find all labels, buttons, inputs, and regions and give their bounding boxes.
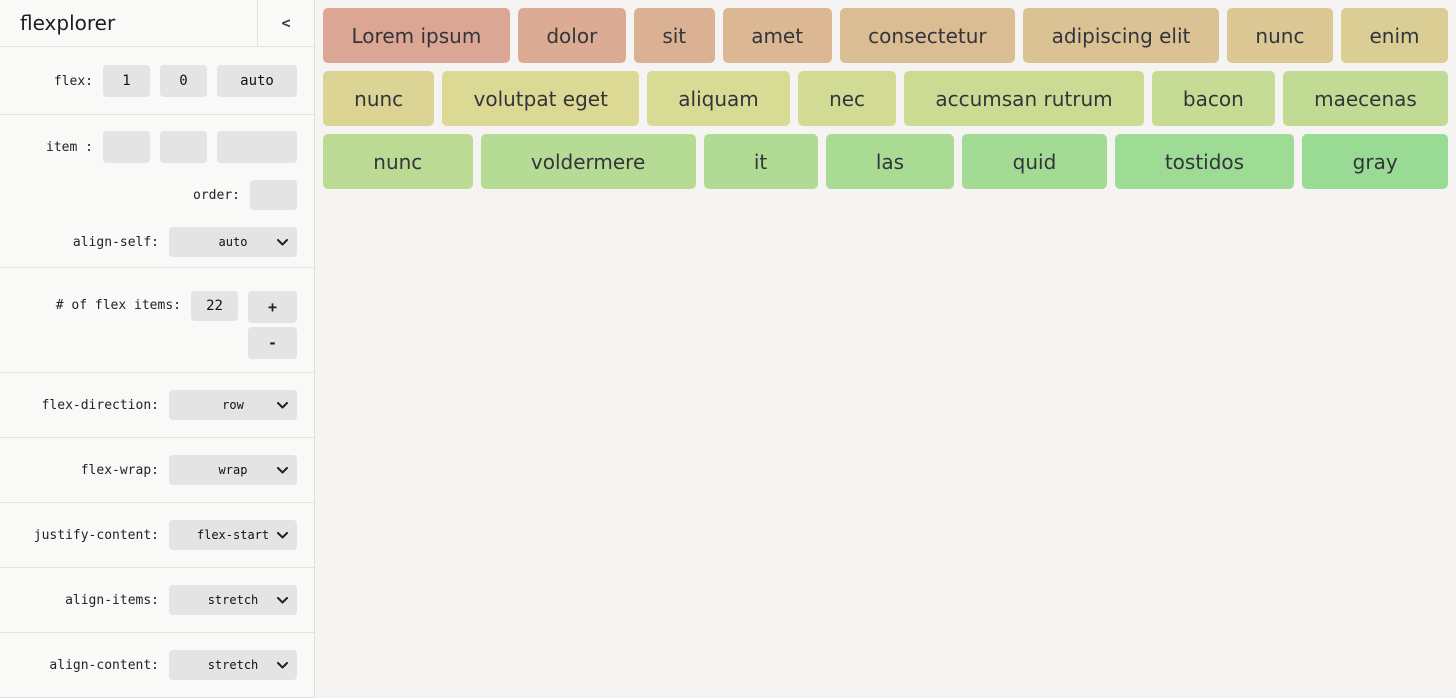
flex-item: tostidos <box>1114 134 1295 189</box>
justify-content-section: justify-content: flex-start <box>0 503 314 568</box>
chevron-down-icon <box>277 466 288 474</box>
align-content-section: align-content: stretch <box>0 633 314 698</box>
order-input[interactable] <box>250 180 297 210</box>
flex-wrap-section: flex-wrap: wrap <box>0 438 314 503</box>
align-self-value: auto <box>218 235 248 249</box>
flex-basis-input[interactable] <box>217 65 297 97</box>
flex-item: accumsan rutrum <box>904 71 1144 126</box>
item-flex-shrink-input[interactable] <box>160 131 207 163</box>
flex-item: consectetur <box>839 8 1016 63</box>
flex-item: amet <box>722 8 832 63</box>
item-section: item : order: align-self: auto <box>0 115 314 268</box>
flex-item: sit <box>633 8 715 63</box>
justify-content-label: justify-content: <box>33 527 159 543</box>
sidebar-header: flexplorer < <box>0 0 314 47</box>
chevron-down-icon <box>277 238 288 246</box>
justify-content-value: flex-start <box>196 528 270 542</box>
add-item-button[interactable]: + <box>248 291 297 323</box>
flex-item: quid <box>962 134 1107 189</box>
flex-item: gray <box>1302 134 1448 189</box>
flex-direction-section: flex-direction: row <box>0 373 314 438</box>
align-content-label: align-content: <box>49 657 159 673</box>
flex-item: voldermere <box>480 134 696 189</box>
item-label: item : <box>46 139 93 155</box>
chevron-down-icon <box>277 531 288 539</box>
flex-item: Lorem ipsum <box>323 8 510 63</box>
flex-item: nec <box>797 71 897 126</box>
chevron-down-icon <box>277 401 288 409</box>
flex-wrap-select[interactable]: wrap <box>169 455 297 485</box>
item-count-input[interactable] <box>191 291 238 321</box>
minus-icon: - <box>267 334 278 352</box>
flex-shrink-input[interactable] <box>160 65 207 97</box>
chevron-down-icon <box>277 596 288 604</box>
flex-item: dolor <box>517 8 626 63</box>
flex-wrap-value: wrap <box>218 463 248 477</box>
flex-direction-value: row <box>222 398 244 412</box>
flex-item: it <box>703 134 818 189</box>
flex-item: bacon <box>1151 71 1275 126</box>
align-content-value: stretch <box>207 658 259 672</box>
flex-item: adipiscing elit <box>1023 8 1219 63</box>
flex-grow-input[interactable] <box>103 65 150 97</box>
align-items-section: align-items: stretch <box>0 568 314 633</box>
flex-item: volutpat eget <box>442 71 640 126</box>
flex-item: nunc <box>323 71 435 126</box>
align-content-select[interactable]: stretch <box>169 650 297 680</box>
order-label: order: <box>193 187 240 203</box>
item-count-section: # of flex items: + - <box>0 268 314 373</box>
flex-item: nunc <box>1226 8 1333 63</box>
align-items-value: stretch <box>207 593 259 607</box>
sidebar: flexplorer < flex: item : order: align-s… <box>0 0 315 698</box>
item-count-stepper: + - <box>248 291 297 359</box>
align-items-select[interactable]: stretch <box>169 585 297 615</box>
chevron-left-icon: < <box>281 14 291 32</box>
justify-content-select[interactable]: flex-start <box>169 520 297 550</box>
flex-item: enim <box>1340 8 1449 63</box>
flex-item: nunc <box>323 134 473 189</box>
flex-direction-select[interactable]: row <box>169 390 297 420</box>
flex-wrap-label: flex-wrap: <box>80 462 159 478</box>
align-items-label: align-items: <box>65 592 159 608</box>
item-flex-grow-input[interactable] <box>103 131 150 163</box>
item-flex-basis-input[interactable] <box>217 131 297 163</box>
flex-item: aliquam <box>647 71 790 126</box>
remove-item-button[interactable]: - <box>248 327 297 359</box>
flex-item: las <box>825 134 955 189</box>
chevron-down-icon <box>277 661 288 669</box>
flex-direction-label: flex-direction: <box>41 397 159 413</box>
flex-item: maecenas <box>1282 71 1448 126</box>
item-count-label: # of flex items: <box>55 298 181 313</box>
app-title: flexplorer <box>20 11 116 35</box>
plus-icon: + <box>267 298 278 316</box>
flex-shorthand-section: flex: <box>0 47 314 115</box>
flex-label: flex: <box>53 73 93 89</box>
collapse-sidebar-button[interactable]: < <box>257 0 314 46</box>
align-self-label: align-self: <box>72 234 159 250</box>
align-self-select[interactable]: auto <box>169 227 297 257</box>
